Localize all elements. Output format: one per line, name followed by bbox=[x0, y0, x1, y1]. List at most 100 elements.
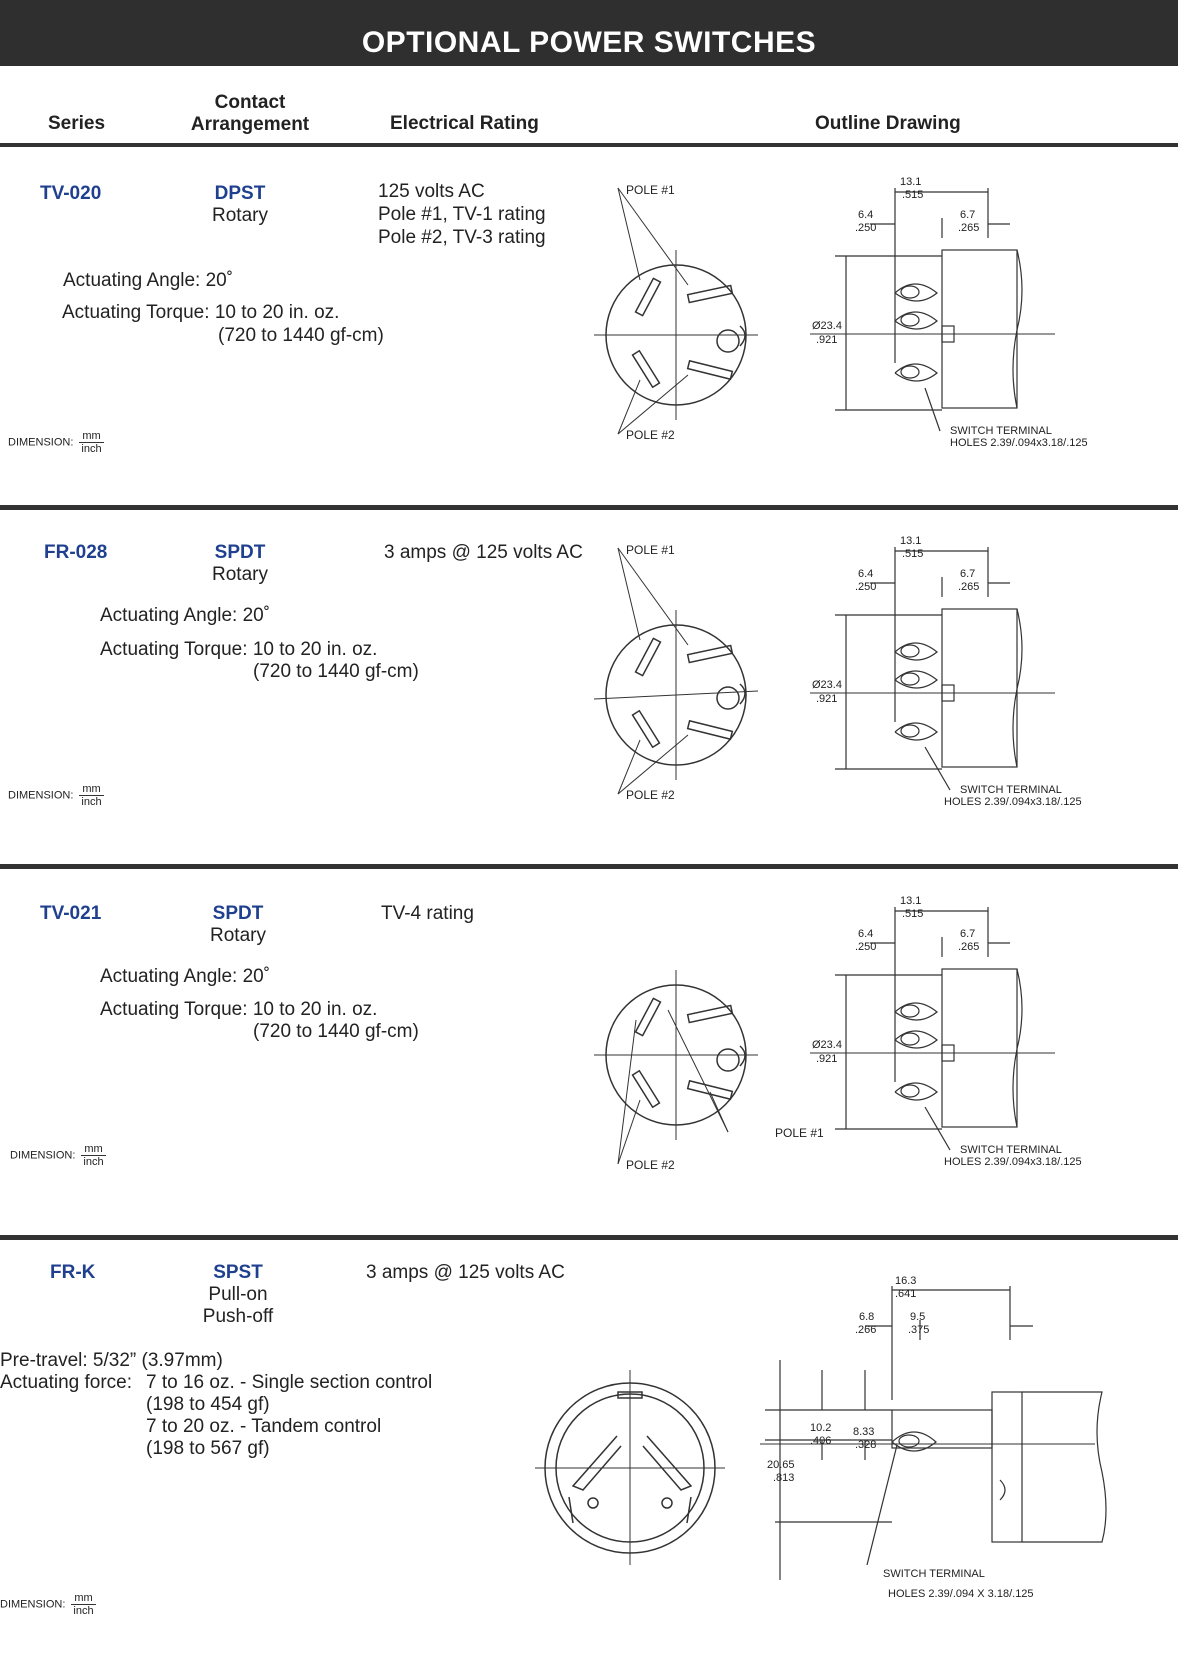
dimension-label: DIMENSION: bbox=[8, 789, 74, 802]
front-view-drawing: POLE #1 POLE #2 bbox=[593, 543, 759, 802]
width-inch: .515 bbox=[902, 548, 923, 560]
torque-label: Actuating Torque bbox=[62, 302, 205, 323]
dimension-label: DIMENSION: bbox=[8, 436, 74, 449]
angle-value: 20˚ bbox=[205, 270, 234, 291]
section-divider bbox=[0, 864, 1178, 869]
dim-h3-mm: 20.65 bbox=[767, 1459, 795, 1471]
side-view-drawing: 13.1 .515 6.4 .250 6.7 .265 Ø23.4 .921 S… bbox=[810, 176, 1088, 449]
dim-b-mm: 6.7 bbox=[960, 209, 975, 221]
contact-mechanism-2: Push-off bbox=[202, 1306, 274, 1327]
force-label: Actuating force bbox=[0, 1372, 127, 1393]
rating-line: Pole #2, TV-3 rating bbox=[378, 227, 546, 248]
terminal-label: SWITCH TERMINAL bbox=[960, 1144, 1062, 1156]
dimension-inch: inch bbox=[81, 796, 102, 808]
pole2-label: POLE #2 bbox=[626, 788, 675, 802]
angle-value: 20˚ bbox=[242, 605, 271, 626]
header-series: Series bbox=[48, 113, 106, 134]
dimension-label: DIMENSION: bbox=[0, 1598, 66, 1611]
side-view-drawing: 13.1 .515 6.4 .250 6.7 .265 Ø23.4 .921 S… bbox=[810, 895, 1082, 1168]
force-line: (198 to 567 gf) bbox=[146, 1438, 270, 1459]
contact-arrangement: SPST Pull-on Push-off bbox=[193, 1262, 283, 1328]
diameter-mm: Ø23.4 bbox=[812, 320, 842, 332]
section-divider bbox=[0, 505, 1178, 510]
rating-line: 3 amps @ 125 volts AC bbox=[384, 542, 583, 563]
width-mm: 13.1 bbox=[900, 895, 921, 907]
diameter-mm: Ø23.4 bbox=[812, 1039, 842, 1051]
actuating-force: Actuating force: bbox=[0, 1372, 138, 1393]
angle-label: Actuating Angle bbox=[100, 605, 233, 626]
section-divider bbox=[0, 1235, 1178, 1240]
actuating-torque: Actuating Torque: 10 to 20 in. oz. bbox=[100, 999, 378, 1020]
series-code: TV-020 bbox=[40, 183, 102, 204]
dim-a-mm: 6.8 bbox=[859, 1311, 874, 1323]
dim-a-inch: .250 bbox=[855, 941, 876, 953]
force-line: (198 to 454 gf) bbox=[146, 1394, 270, 1415]
dimension-label: DIMENSION: bbox=[10, 1149, 76, 1162]
contact-mechanism: Rotary bbox=[212, 564, 268, 585]
contact-type: SPDT bbox=[212, 903, 264, 924]
rating-line: 3 amps @ 125 volts AC bbox=[366, 1262, 565, 1283]
diameter-inch: .921 bbox=[816, 1053, 837, 1065]
dim-b-mm: 6.7 bbox=[960, 568, 975, 580]
terminal-holes: HOLES 2.39/.094x3.18/.125 bbox=[944, 1156, 1082, 1168]
dim-b-inch: .265 bbox=[958, 581, 979, 593]
side-view-drawing: 16.3 .641 6.8 .266 9.5 .375 10.2 .406 8.… bbox=[760, 1275, 1107, 1600]
terminal-holes: HOLES 2.39/.094x3.18/.125 bbox=[944, 796, 1082, 808]
dimension-inch: inch bbox=[73, 1605, 94, 1617]
contact-type: DPST bbox=[214, 183, 266, 204]
contact-mechanism: Rotary bbox=[210, 925, 266, 946]
header-rating: Electrical Rating bbox=[390, 113, 539, 134]
series-code: TV-021 bbox=[40, 903, 102, 924]
actuating-angle: Actuating Angle: 20˚ bbox=[63, 270, 234, 291]
electrical-rating: 3 amps @ 125 volts AC bbox=[384, 541, 583, 564]
diameter-mm: Ø23.4 bbox=[812, 679, 842, 691]
page-title: OPTIONAL POWER SWITCHES bbox=[0, 0, 1178, 66]
torque-value-metric: (720 to 1440 gf-cm) bbox=[253, 1021, 419, 1042]
pole1-label: POLE #1 bbox=[626, 543, 675, 557]
force-line: 7 to 20 oz. - Tandem control bbox=[146, 1416, 382, 1437]
header-contact-line1: Contact bbox=[214, 92, 286, 113]
dimension-mm: mm bbox=[79, 783, 104, 796]
header-drawing: Outline Drawing bbox=[815, 113, 961, 134]
width-mm: 16.3 bbox=[895, 1275, 916, 1287]
angle-label: Actuating Angle bbox=[100, 966, 233, 987]
dim-b-inch: .265 bbox=[958, 222, 979, 234]
actuating-torque: Actuating Torque: 10 to 20 in. oz. bbox=[100, 639, 378, 660]
dim-h3-inch: .813 bbox=[773, 1472, 794, 1484]
contact-mechanism: Pull-on bbox=[208, 1284, 268, 1305]
torque-value: 10 to 20 in. oz. bbox=[252, 999, 378, 1020]
contact-arrangement: SPDT Rotary bbox=[193, 903, 283, 947]
dim-h1-inch: .406 bbox=[810, 1435, 831, 1447]
dim-a-inch: .250 bbox=[855, 581, 876, 593]
angle-label: Actuating Angle bbox=[63, 270, 196, 291]
dimension-inch: inch bbox=[81, 443, 102, 455]
front-view-drawing bbox=[535, 1370, 725, 1565]
force-line: 7 to 16 oz. - Single section control bbox=[146, 1372, 433, 1393]
torque-value-metric: (720 to 1440 gf-cm) bbox=[218, 325, 384, 346]
force-values: 7 to 16 oz. - Single section control (19… bbox=[146, 1372, 432, 1460]
terminal-holes: HOLES 2.39/.094 X 3.18/.125 bbox=[888, 1588, 1034, 1600]
pole2-label: POLE #2 bbox=[626, 1158, 675, 1172]
dim-b-mm: 6.7 bbox=[960, 928, 975, 940]
dim-h2-inch: .328 bbox=[855, 1439, 876, 1451]
diameter-inch: .921 bbox=[816, 334, 837, 346]
width-inch: .515 bbox=[902, 189, 923, 201]
series-code: FR-028 bbox=[44, 542, 108, 563]
dim-a-mm: 6.4 bbox=[858, 928, 873, 940]
torque-value-metric: (720 to 1440 gf-cm) bbox=[253, 661, 419, 682]
dim-b-inch: .265 bbox=[958, 941, 979, 953]
width-inch: .641 bbox=[895, 1288, 916, 1300]
electrical-rating: 3 amps @ 125 volts AC bbox=[366, 1261, 565, 1284]
diameter-inch: .921 bbox=[816, 693, 837, 705]
rating-line: Pole #1, TV-1 rating bbox=[378, 204, 546, 225]
rating-line: 125 volts AC bbox=[378, 181, 485, 202]
terminal-label: SWITCH TERMINAL bbox=[883, 1568, 985, 1580]
header-contact: Contact Arrangement bbox=[185, 92, 315, 136]
width-mm: 13.1 bbox=[900, 535, 921, 547]
header-rule bbox=[0, 143, 1178, 147]
torque-value: 10 to 20 in. oz. bbox=[252, 639, 378, 660]
actuating-torque: Actuating Torque: 10 to 20 in. oz. bbox=[62, 302, 340, 323]
